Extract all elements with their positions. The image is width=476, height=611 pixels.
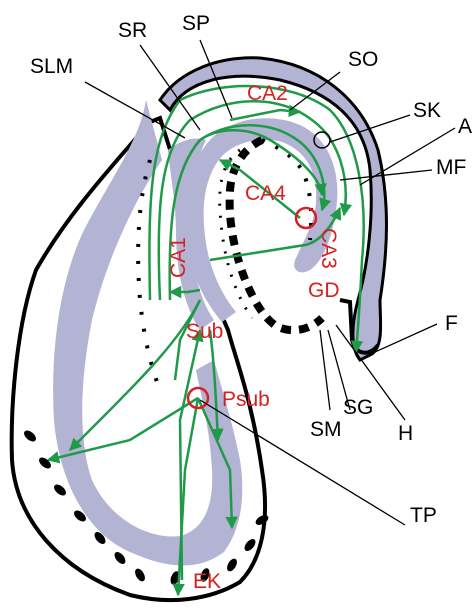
- label-mf: MF: [436, 156, 466, 179]
- label-gd: GD: [308, 279, 340, 302]
- label-so: SO: [348, 48, 378, 71]
- label-sk: SK: [413, 99, 441, 122]
- label-tp: TP: [410, 504, 437, 527]
- label-sr: SR: [118, 19, 147, 42]
- label-ca2: CA2: [247, 82, 288, 105]
- label-slm: SLM: [30, 55, 73, 78]
- label-a: A: [458, 115, 472, 138]
- label-h: H: [398, 422, 413, 445]
- label-sp: SP: [182, 12, 210, 35]
- label-sub: Sub: [186, 320, 223, 343]
- label-sg: SG: [343, 396, 373, 419]
- label-ca4: CA4: [245, 182, 286, 205]
- label-ek: EK: [193, 570, 221, 593]
- label-f: F: [445, 312, 458, 335]
- label-psub: Psub: [222, 388, 270, 411]
- label-ca3: CA3: [317, 228, 340, 269]
- label-ca1: CA1: [167, 237, 190, 278]
- label-sm: SM: [310, 418, 342, 441]
